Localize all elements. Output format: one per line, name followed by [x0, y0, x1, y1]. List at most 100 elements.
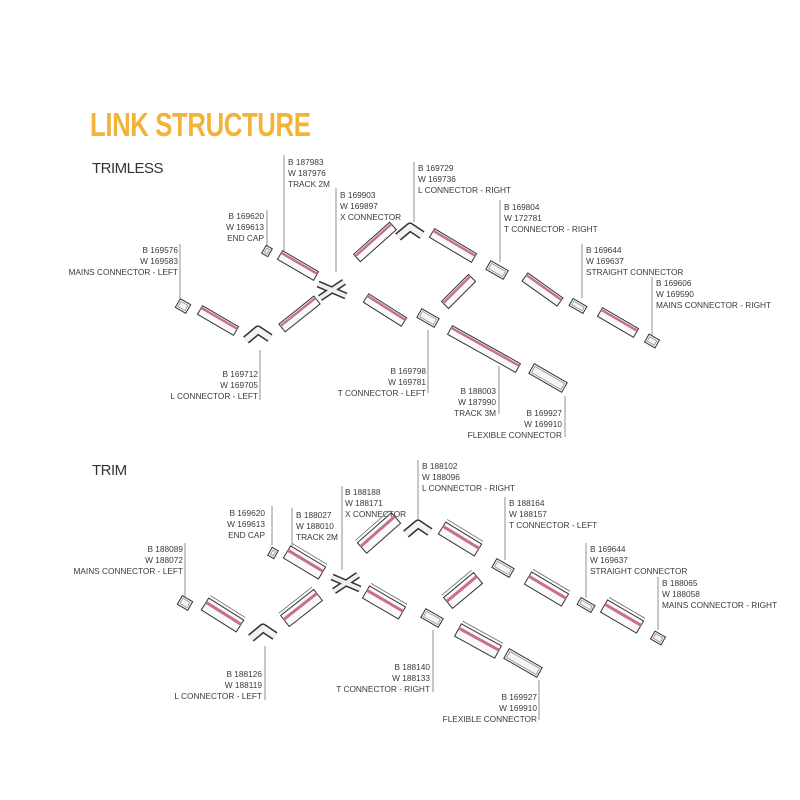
part-b-code: B 169729	[418, 163, 454, 173]
part-name: TRACK 2M	[296, 532, 338, 542]
part-name: L CONNECTOR - RIGHT	[422, 483, 516, 493]
part-b-code: B 169644	[590, 544, 626, 554]
part-name: X CONNECTOR	[340, 212, 402, 222]
part-name: T CONNECTOR - RIGHT	[504, 224, 598, 234]
mains-connector-left-icon	[174, 297, 192, 315]
part-b-code: B 188089	[147, 544, 183, 554]
part-w-code: W 188096	[422, 472, 460, 482]
page-title: LINK STRUCTURE	[90, 106, 311, 143]
part-w-code: W 169637	[590, 555, 628, 565]
part-b-code: B 187983	[288, 157, 324, 167]
track-segment	[453, 620, 504, 659]
flexible-connector-icon	[528, 363, 568, 393]
part-w-code: W 188133	[392, 673, 430, 683]
part-name: T CONNECTOR - LEFT	[337, 388, 426, 398]
part-b-code: B 169620	[228, 211, 264, 221]
part-b-code: B 188126	[226, 669, 262, 679]
part-name: L CONNECTOR - LEFT	[170, 391, 258, 401]
track-segment	[440, 273, 477, 310]
part-name: STRAIGHT CONNECTOR	[590, 566, 688, 576]
mains-connector-right-icon	[643, 333, 661, 349]
track-segment	[521, 272, 564, 307]
end-cap-icon	[267, 546, 279, 560]
section-heading-trimless: TRIMLESS	[92, 160, 164, 177]
track-segment	[278, 586, 324, 628]
track-segment	[278, 295, 321, 333]
part-b-code: B 188140	[394, 662, 430, 672]
t-connector-right-icon	[485, 259, 509, 281]
part-b-code: B 188164	[509, 498, 545, 508]
part-name: MAINS CONNECTOR - LEFT	[73, 566, 183, 576]
part-w-code: W 188171	[345, 498, 383, 508]
part-b-code: B 169576	[142, 245, 178, 255]
part-name: FLEXIBLE CONNECTOR	[467, 430, 562, 440]
part-w-code: W 187976	[288, 168, 326, 178]
t-connector-left-icon	[416, 307, 440, 329]
part-w-code: W 169613	[227, 519, 265, 529]
part-name: TRACK 3M	[454, 408, 496, 418]
track-segment	[276, 249, 320, 282]
part-w-code: W 169583	[140, 256, 178, 266]
part-w-code: W 169705	[220, 380, 258, 390]
track-segment	[196, 304, 240, 337]
part-b-code: B 169620	[229, 508, 265, 518]
part-name: FLEXIBLE CONNECTOR	[442, 714, 537, 724]
part-name: END CAP	[228, 530, 265, 540]
flexible-connector-icon	[503, 648, 543, 678]
part-w-code: W 169910	[524, 419, 562, 429]
part-b-code: B 169798	[390, 366, 426, 376]
part-w-code: W 169590	[656, 289, 694, 299]
part-w-code: W 169897	[340, 201, 378, 211]
mains-connector-right-icon	[649, 630, 667, 646]
part-w-code: W 188157	[509, 509, 547, 519]
mains-connector-left-icon	[176, 594, 194, 612]
track-segment	[428, 228, 478, 263]
track-segment	[437, 519, 484, 557]
part-name: X CONNECTOR	[345, 509, 407, 519]
part-w-code: W 188072	[145, 555, 183, 565]
end-cap-icon	[261, 244, 273, 258]
t-connector-right-icon	[420, 607, 444, 629]
part-w-code: W 188119	[224, 680, 262, 690]
part-w-code: W 188058	[662, 589, 700, 599]
track-segment	[523, 569, 571, 607]
track-segment	[355, 510, 402, 554]
part-w-code: W 169910	[499, 703, 537, 713]
part-b-code: B 169606	[656, 278, 692, 288]
part-w-code: W 169613	[226, 222, 264, 232]
part-b-code: B 188027	[296, 510, 332, 520]
straight-connector-icon	[568, 297, 588, 315]
part-name: L CONNECTOR - RIGHT	[418, 185, 512, 195]
track-segment	[361, 583, 408, 620]
part-name: T CONNECTOR - LEFT	[509, 520, 598, 530]
section-heading-trim: TRIM	[92, 462, 127, 479]
part-name: END CAP	[227, 233, 264, 243]
part-w-code: W 169781	[388, 377, 426, 387]
part-w-code: W 172781	[504, 213, 542, 223]
part-b-code: B 188065	[662, 578, 698, 588]
part-b-code: B 188188	[345, 487, 381, 497]
part-b-code: B 169903	[340, 190, 376, 200]
part-b-code: B 188003	[460, 386, 496, 396]
part-w-code: W 169637	[586, 256, 624, 266]
part-name: L CONNECTOR - LEFT	[174, 691, 262, 701]
part-w-code: W 169736	[418, 174, 456, 184]
part-name: T CONNECTOR - RIGHT	[336, 684, 430, 694]
track-segment	[200, 595, 246, 633]
